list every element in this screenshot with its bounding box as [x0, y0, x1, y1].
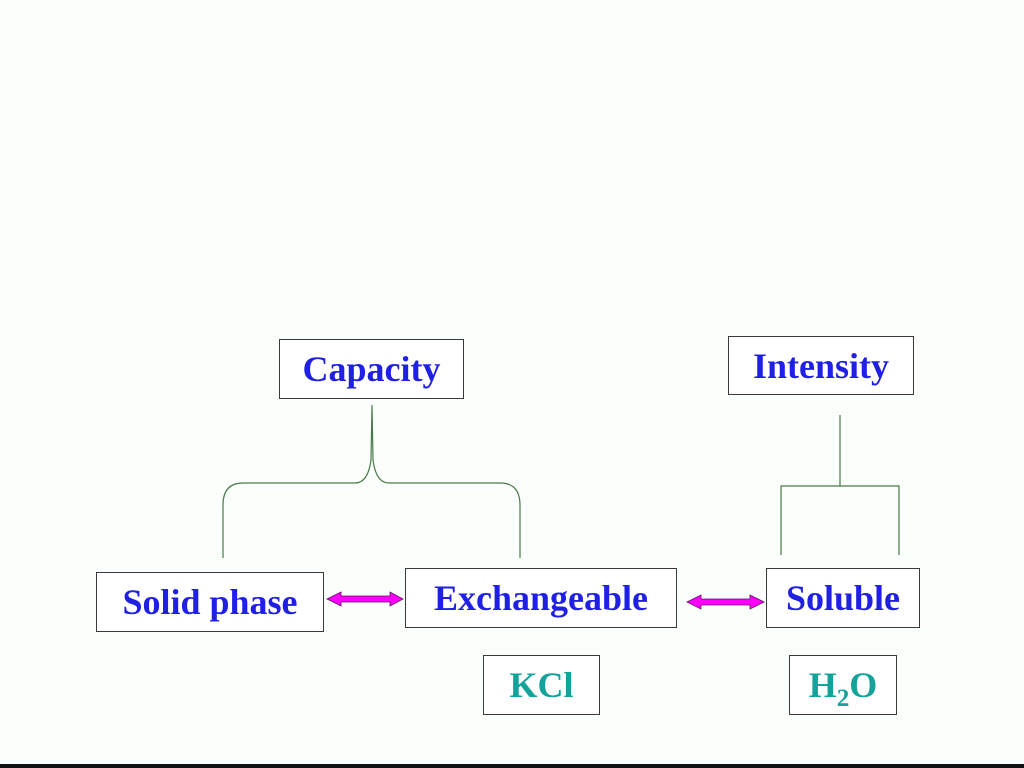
bottom-border — [0, 764, 1024, 768]
water-label: H2O — [808, 665, 878, 712]
kcl-box: KCl — [483, 655, 600, 715]
solid-phase-box: Solid phase — [96, 572, 324, 632]
double-arrow-exchangeable-soluble — [686, 594, 765, 610]
soluble-label: Soluble — [785, 578, 901, 618]
capacity-label: Capacity — [302, 349, 441, 389]
intensity-label: Intensity — [752, 345, 890, 386]
exchangeable-label: Exchangeable — [433, 578, 648, 618]
water-box: H2O — [789, 655, 897, 715]
intensity-bracket — [780, 415, 900, 555]
double-arrow-solid-exchangeable — [326, 591, 404, 607]
capacity-brace — [222, 404, 521, 558]
intensity-box: Intensity — [728, 336, 914, 395]
kcl-label: KCl — [509, 665, 574, 705]
soluble-box: Soluble — [766, 568, 920, 628]
capacity-box: Capacity — [279, 339, 464, 399]
solid-phase-label: Solid phase — [122, 582, 298, 622]
exchangeable-box: Exchangeable — [405, 568, 677, 628]
